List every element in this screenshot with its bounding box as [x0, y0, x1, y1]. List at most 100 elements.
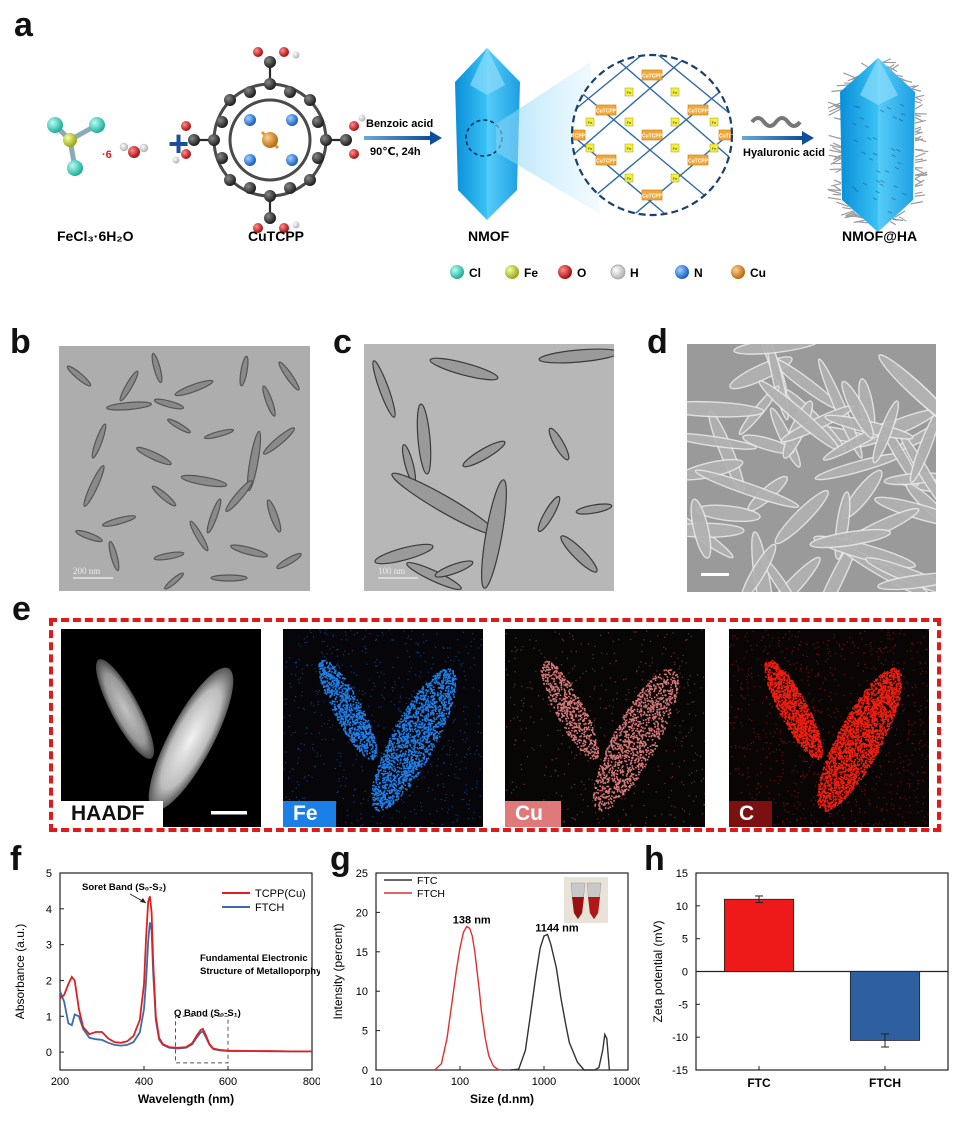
- fe-node-label: Fe: [588, 146, 593, 151]
- nanoparticle: [560, 535, 598, 573]
- y-tick-label: -15: [672, 1065, 688, 1077]
- legend-atom-icon: [558, 265, 572, 279]
- nanoparticle: [416, 403, 432, 475]
- cutcpp-node-label: CuTCPP: [688, 159, 709, 165]
- fe-node: [585, 143, 595, 153]
- cutcpp-node: [641, 129, 663, 141]
- x-axis-label: Size (d.nm): [470, 1092, 534, 1106]
- annotation-arrowhead: [140, 898, 146, 903]
- legend-atom-label: N: [694, 266, 703, 280]
- zoom-beam: [496, 62, 600, 214]
- nanoparticle: [206, 498, 222, 534]
- y-axis-label: Absorbance (a.u.): [13, 924, 27, 1019]
- x-tick-label: 600: [219, 1076, 237, 1088]
- x-tick-label: FTC: [747, 1076, 771, 1090]
- cutcpp-node: [595, 104, 617, 116]
- fecl3-label: FeCl₃·6H₂O: [57, 228, 134, 244]
- tem-image-c: 100 nm: [364, 344, 614, 591]
- cu-map: Cu: [505, 629, 705, 827]
- nmof-label: NMOF: [468, 228, 510, 244]
- step1-top-text: Benzoic acid: [366, 118, 433, 130]
- nanoparticle: [262, 385, 276, 417]
- nanoparticle: [740, 543, 777, 592]
- c-map: C: [729, 629, 929, 827]
- x-tick-label: FTCH: [869, 1076, 901, 1090]
- cutcpp-node: [641, 189, 663, 201]
- nanoparticle: [276, 552, 302, 570]
- reaction-arrow-2: [742, 131, 814, 145]
- fe-node: [624, 173, 634, 183]
- nanoparticle: [230, 544, 268, 558]
- nanoparticle: [877, 572, 936, 591]
- sem-image-d: [687, 344, 936, 592]
- nanoparticle: [538, 348, 614, 364]
- panel-letter-b: b: [10, 323, 31, 361]
- nanoparticle: [151, 352, 163, 384]
- panel-letter-f: f: [10, 840, 22, 878]
- panel-letter-d: d: [647, 323, 668, 361]
- scale-bar-d: [701, 573, 729, 576]
- fe-node-label: Fe: [627, 90, 632, 95]
- peak-label-2: 1144 nm: [535, 922, 579, 934]
- x-tick-label: 1000: [532, 1076, 556, 1088]
- y-tick-label: 3: [46, 940, 52, 952]
- nanoparticle: [548, 427, 570, 461]
- reaction-arrow-1: [364, 131, 442, 145]
- nanoparticle: [809, 528, 892, 549]
- legend-label: TCPP(Cu): [255, 888, 306, 900]
- x-axis-label: Wavelength (nm): [138, 1092, 234, 1106]
- legend-atom-label: Fe: [524, 266, 538, 280]
- y-tick-label: 10: [356, 986, 368, 998]
- y-tick-label: 0: [46, 1047, 52, 1059]
- cutcpp-node-label: CuTCPP: [565, 134, 586, 140]
- panel-letter-e: e: [12, 590, 31, 628]
- eds-dashed-frame: [49, 618, 941, 832]
- y-tick-label: 25: [356, 868, 368, 880]
- annotation-q-band: Q Band (S₀-S₁): [174, 1008, 241, 1019]
- cutcpp-node-label: CuTCPP: [642, 74, 663, 80]
- x-tick-label: 400: [135, 1076, 153, 1088]
- fe-map-label: Fe: [283, 801, 336, 827]
- y-tick-label: 10: [676, 901, 688, 913]
- nanoparticle: [537, 495, 561, 533]
- q-band-box: [175, 1015, 229, 1064]
- cutcpp-node-label: CuTCPP: [688, 109, 709, 115]
- cutcpp-atoms: [172, 47, 366, 233]
- cutcpp-node-label: CuTCPP: [719, 134, 740, 140]
- nanoparticle: [225, 479, 253, 513]
- y-axis-label: Zeta potential (mV): [651, 920, 665, 1022]
- peak-label-1: 138 nm: [453, 914, 491, 926]
- tem-image-b: 200 nm: [59, 346, 310, 591]
- legend-atom-icon: [610, 264, 626, 280]
- fe-node-label: Fe: [627, 146, 632, 151]
- y-tick-label: 15: [356, 947, 368, 959]
- nanoparticle: [210, 574, 248, 582]
- fe-node: [624, 143, 634, 153]
- nanoparticle: [75, 529, 103, 543]
- series-line: [510, 933, 611, 1071]
- nanoparticle: [575, 503, 613, 515]
- plot-frame: [375, 872, 629, 1071]
- nanoparticle: [108, 540, 120, 572]
- legend-atom-icon: [675, 265, 689, 279]
- nanoparticle: [119, 370, 139, 402]
- y-tick-label: 2: [46, 975, 52, 987]
- nanoparticle: [841, 380, 874, 439]
- nanoparticle: [164, 572, 184, 590]
- nanoparticle: [687, 432, 758, 450]
- nanoparticle: [687, 400, 765, 418]
- legend-label: FTC: [417, 875, 438, 887]
- nanoparticle: [874, 496, 936, 528]
- fe-node-label: Fe: [627, 120, 632, 125]
- annotation-fundamental-1: Fundamental Electronic: [200, 953, 308, 964]
- synthesis-scheme: ·6 + Benzoic acid 90℃, 24h: [47, 47, 929, 280]
- nanoparticle: [153, 551, 185, 561]
- y-tick-label: 0: [362, 1065, 368, 1077]
- nanoparticle: [136, 446, 172, 466]
- legend-atom-icon: [450, 265, 464, 279]
- scale-bar-b-label: 200 nm: [73, 566, 100, 576]
- cutcpp-node-label: CuTCPP: [596, 159, 617, 165]
